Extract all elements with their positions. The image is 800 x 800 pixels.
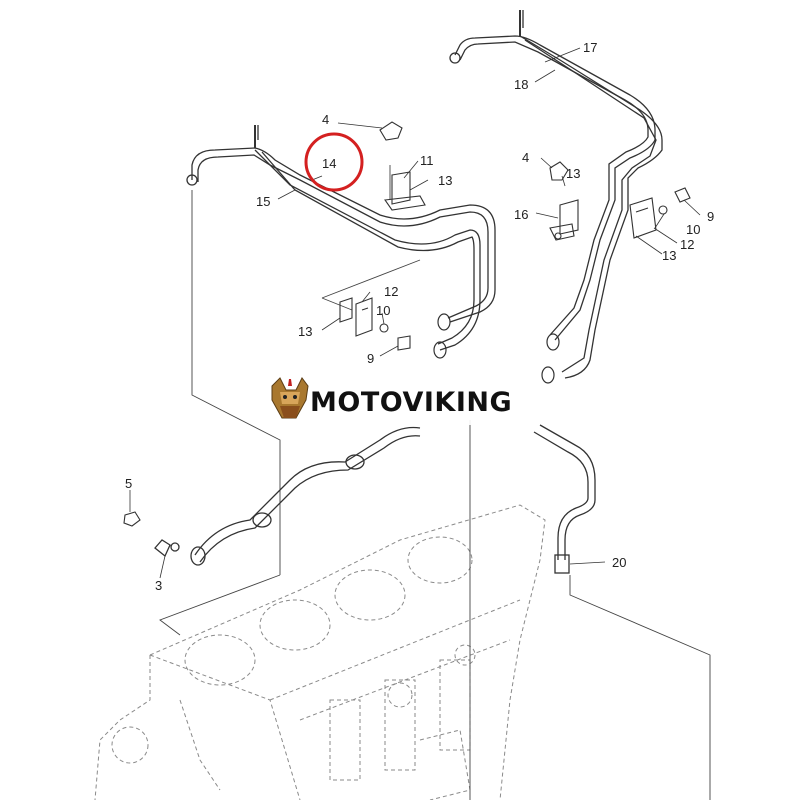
callout-16: 16 (514, 207, 528, 222)
callout-17: 17 (583, 40, 597, 55)
engine-block (94, 504, 546, 800)
injection-pipes-15 (186, 125, 496, 351)
callout-3: 3 (155, 578, 162, 593)
clamp-bracket-right (549, 161, 691, 241)
clamp-bracket-left (339, 297, 411, 351)
callout-13-right: 13 (566, 166, 580, 181)
callout-10-left: 10 (376, 303, 390, 318)
callout-10-right: 10 (686, 222, 700, 237)
callout-13-left: 13 (298, 324, 312, 339)
injection-pipes-17-18 (449, 10, 663, 379)
clamp-bracket-upper (379, 121, 426, 211)
pipe-fittings (433, 313, 560, 384)
callout-9-right: 9 (707, 209, 714, 224)
callout-9-left: 9 (367, 351, 374, 366)
frame-lines (159, 165, 711, 800)
callout-11: 11 (420, 153, 434, 168)
callout-14: 14 (322, 156, 336, 171)
leakoff-hose (154, 424, 596, 574)
brand-name: MOTOVIKING (310, 387, 512, 418)
callout-leaders (129, 47, 701, 579)
callout-20: 20 (612, 555, 626, 570)
bolt-5 (123, 511, 141, 527)
callout-15: 15 (256, 194, 270, 209)
brand-watermark: MOTOVIKING (262, 377, 534, 425)
viking-logo-icon (271, 377, 309, 419)
callout-12-left: 12 (384, 284, 398, 299)
callout-13-upper: 13 (438, 173, 452, 188)
callout-12-right: 12 (680, 237, 694, 252)
callout-13-far-right: 13 (662, 248, 676, 263)
callout-4-upper: 4 (322, 112, 329, 127)
callout-labels: 3 4 4 5 9 9 10 10 11 12 12 13 13 13 13 1… (125, 40, 714, 593)
highlight-circle (304, 132, 364, 192)
callout-5: 5 (125, 476, 132, 491)
callout-4-right: 4 (522, 150, 529, 165)
callout-18: 18 (514, 77, 528, 92)
